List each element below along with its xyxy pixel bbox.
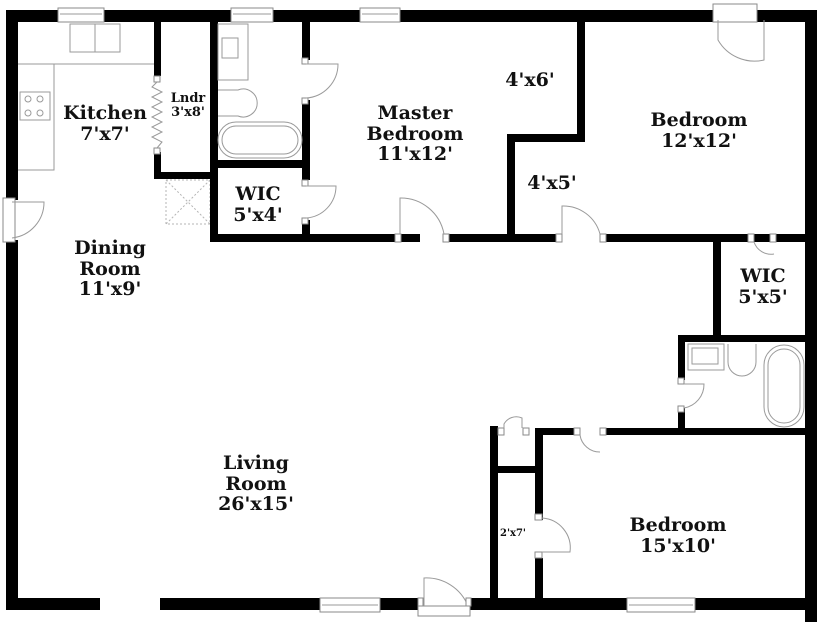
room-label-dining: Dining Room 11'x9' [74,238,146,300]
room-name: WIC [235,183,281,205]
room-name: Bedroom [366,122,464,145]
room-label-wic-east: WIC 5'x5' [738,266,787,307]
room-label-closet-4x5: 4'x5' [527,173,576,194]
room-label-master-bedroom: Master Bedroom 11'x12' [367,103,464,165]
room-dims: 2'x7' [499,528,527,539]
bottom-windows [100,577,696,617]
room-dims: 7'x7' [80,122,130,145]
southeast-bedroom-walls [490,416,816,606]
room-label-wic-master: WIC 5'x4' [233,184,282,225]
room-label-kitchen: Kitchen 7'x7' [63,103,147,144]
room-label-bedroom-southeast: Bedroom 15'x10' [630,515,727,556]
room-dims: 5'x4' [233,203,283,226]
master-closets [394,20,816,243]
room-name: Dining [74,237,146,259]
room-label-closet-2x7: 2'x7' [499,528,527,540]
room-label-living: Living Room 26'x15' [218,453,294,515]
exterior-walls [6,10,817,622]
room-name: Room [225,472,287,495]
room-dims: 4'x5' [527,172,577,194]
east-wic-bath [677,233,808,433]
top-windows [57,3,758,23]
room-dims: 3'x8' [171,105,205,121]
room-label-bedroom-northeast: Bedroom 12'x12' [651,110,748,151]
room-dims: 26'x15' [218,493,294,516]
room-name: Room [79,257,141,280]
room-name: Lndr [170,91,206,106]
room-dims: 11'x9' [78,278,142,301]
room-dims: 11'x12' [377,143,453,166]
master-bath-area [210,20,420,242]
room-dims: 12'x12' [661,129,737,152]
room-name: Master [377,102,453,124]
room-name: Bedroom [650,109,748,131]
room-name: Living [223,452,289,474]
room-label-closet-4x6: 4'x6' [505,70,554,91]
kitchen-area [2,20,212,243]
room-dims: 15'x10' [640,534,716,557]
room-name: Kitchen [63,102,147,124]
room-label-laundry: Lndr 3'x8' [170,91,206,121]
room-name: Bedroom [629,514,727,536]
room-dims: 4'x6' [505,69,555,91]
room-dims: 5'x5' [738,285,788,308]
room-name: WIC [740,265,786,287]
